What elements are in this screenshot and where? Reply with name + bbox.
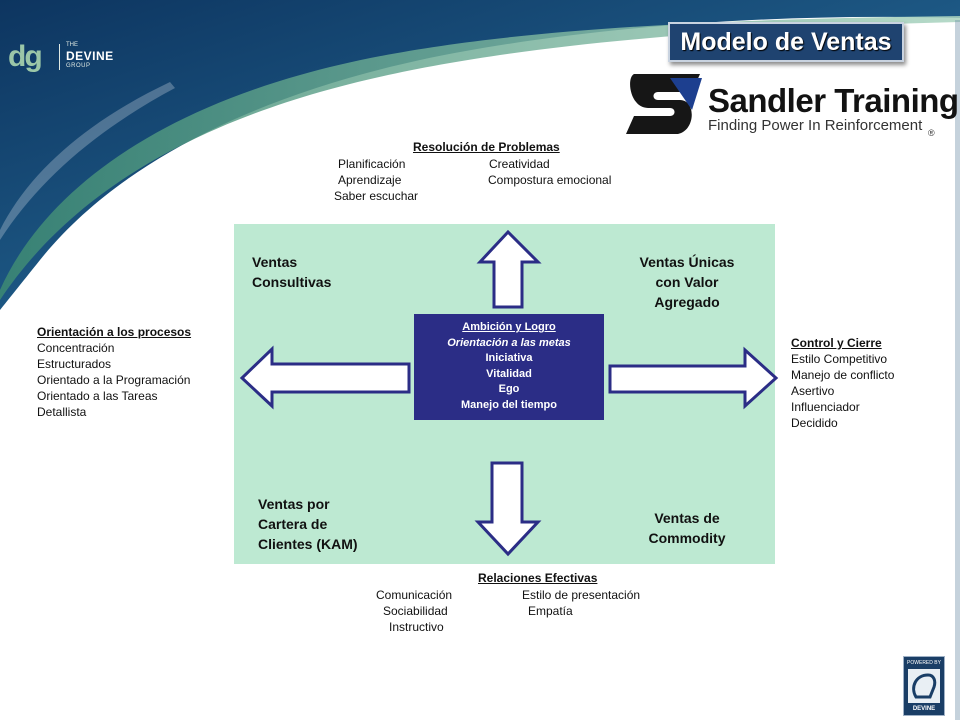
powered-by-logo-icon bbox=[908, 669, 940, 703]
center-item: Manejo del tiempo bbox=[461, 398, 557, 411]
quadrant-bottom-left: Ventas por Cartera de Clientes (KAM) bbox=[258, 494, 398, 554]
right-group-item: Decidido bbox=[791, 416, 838, 430]
left-group-item: Concentración bbox=[37, 341, 115, 355]
top-group-item: Creatividad bbox=[489, 157, 550, 171]
sandler-logo-name: Sandler Training bbox=[708, 82, 959, 119]
center-item: Iniciativa bbox=[485, 352, 533, 364]
left-group-title: Orientación a los procesos bbox=[37, 325, 192, 339]
quadrant-line: Cartera de bbox=[258, 516, 328, 532]
center-item: Vitalidad bbox=[486, 367, 532, 380]
quadrant-line: con Valor bbox=[655, 274, 719, 290]
arrow-left-icon bbox=[239, 345, 411, 410]
right-group-item: Manejo de conflicto bbox=[791, 368, 895, 382]
page-title: Modelo de Ventas bbox=[668, 22, 904, 62]
quadrant-line: Clientes (KAM) bbox=[258, 536, 358, 552]
left-group-item: Orientado a las Tareas bbox=[37, 389, 158, 403]
arrow-up-icon bbox=[476, 229, 542, 309]
center-title: Ambición y Logro bbox=[462, 321, 556, 333]
right-group: Control y Cierre Estilo Competitivo Mane… bbox=[791, 335, 894, 431]
quadrant-line: Agregado bbox=[654, 294, 720, 310]
top-group-title: Resolución de Problemas bbox=[413, 140, 560, 154]
left-group-item: Estructurados bbox=[37, 357, 112, 371]
bottom-group-item: Comunicación bbox=[376, 588, 453, 602]
top-group-item: Compostura emocional bbox=[488, 173, 612, 187]
right-group-item: Asertivo bbox=[791, 384, 835, 398]
quadrant-line: Consultivas bbox=[252, 274, 332, 290]
powered-by-name: DEVINE bbox=[912, 706, 936, 712]
devine-logo-group: GROUP bbox=[66, 63, 91, 69]
bottom-group-title: Relaciones Efectivas bbox=[478, 571, 598, 585]
bottom-group-item: Empatía bbox=[528, 604, 573, 618]
left-group: Orientación a los procesos Concentración… bbox=[37, 324, 191, 420]
quadrant-line: Ventas Únicas bbox=[639, 254, 735, 270]
right-group-item: Influenciador bbox=[791, 400, 860, 414]
right-group-item: Estilo Competitivo bbox=[791, 352, 888, 366]
left-group-item: Orientado a la Programación bbox=[37, 373, 191, 387]
right-group-title: Control y Cierre bbox=[791, 336, 882, 350]
top-group-item: Planificación bbox=[338, 157, 406, 171]
bottom-group-item: Sociabilidad bbox=[383, 604, 448, 618]
top-group-item: Aprendizaje bbox=[338, 173, 402, 187]
devine-logo-the: THE bbox=[66, 42, 78, 48]
sandler-registered-mark: ® bbox=[928, 128, 935, 138]
arrow-down-icon bbox=[474, 461, 542, 557]
center-box: Ambición y Logro Orientación a las metas… bbox=[414, 314, 604, 420]
quadrant-top-left: Ventas Consultivas bbox=[252, 252, 387, 292]
quadrant-line: Ventas por bbox=[258, 496, 330, 512]
sandler-logo-tagline: Finding Power In Reinforcement bbox=[708, 117, 923, 134]
top-group-item: Saber escuchar bbox=[334, 189, 419, 203]
left-group-item: Detallista bbox=[37, 405, 87, 419]
quadrant-top-right: Ventas Únicas con Valor Agregado bbox=[612, 252, 762, 312]
bottom-group-item: Estilo de presentación bbox=[522, 588, 641, 602]
powered-by-label: POWERED BY bbox=[907, 660, 941, 666]
center-subtitle: Orientación a las metas bbox=[447, 336, 571, 349]
devine-logo-mark: dg bbox=[8, 40, 43, 73]
quadrant-line: Ventas de bbox=[654, 510, 720, 526]
quadrant-line: Commodity bbox=[648, 530, 726, 546]
sandler-s-logo-icon bbox=[626, 74, 702, 134]
bottom-group-item: Instructivo bbox=[389, 620, 444, 634]
devine-logo: dg THE DEVINE GROUP bbox=[8, 38, 118, 73]
center-item: Ego bbox=[498, 383, 520, 395]
devine-logo-separator bbox=[59, 44, 60, 70]
quadrant-line: Ventas bbox=[252, 254, 298, 270]
quadrant-bottom-right: Ventas de Commodity bbox=[622, 508, 752, 548]
powered-by-badge: POWERED BY DEVINE bbox=[903, 656, 945, 716]
arrow-right-icon bbox=[608, 346, 779, 410]
devine-logo-name: DEVINE bbox=[66, 49, 114, 63]
